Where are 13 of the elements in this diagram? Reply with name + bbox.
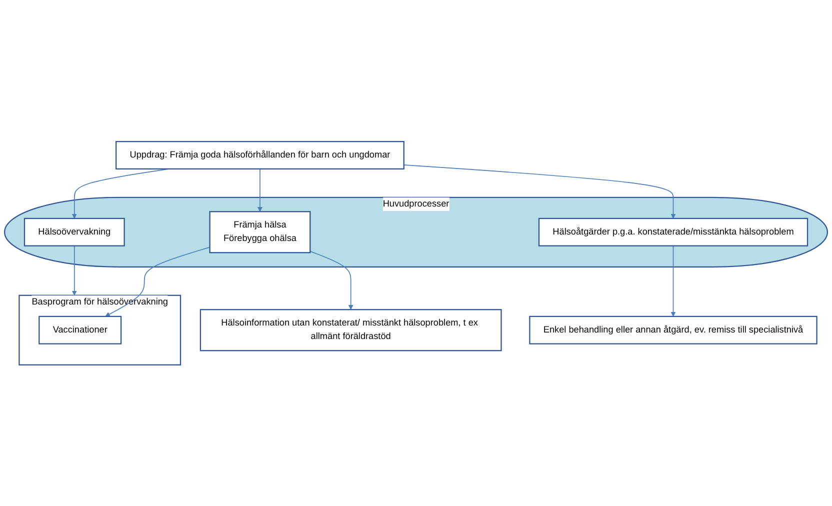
node-box: Främja hälsa Förebygga ohälsa xyxy=(209,210,311,253)
node-box: Uppdrag: Främja goda hälsoförhållanden för barn och ungdomar xyxy=(116,140,404,170)
arrow xyxy=(670,245,676,316)
node-box: Hälsoövervakning xyxy=(24,218,125,246)
node-box: Enkel behandling eller annan åtgärd, ev. remiss till specialistnivå xyxy=(529,316,818,344)
arrow xyxy=(310,250,354,310)
arrow xyxy=(105,246,210,316)
node-box: Hälsoinformation utan konstaterat/ misstänkt hälsoproblem, t ex allmänt föräldrastöd xyxy=(200,308,502,351)
node-box: Hälsoåtgärder p.g.a. konstaterade/misstänkta hälsoproblem xyxy=(538,218,808,246)
arrow xyxy=(403,164,676,218)
node-box: Vaccinationer xyxy=(38,316,122,344)
arrow xyxy=(257,168,262,212)
arrow xyxy=(72,245,77,296)
